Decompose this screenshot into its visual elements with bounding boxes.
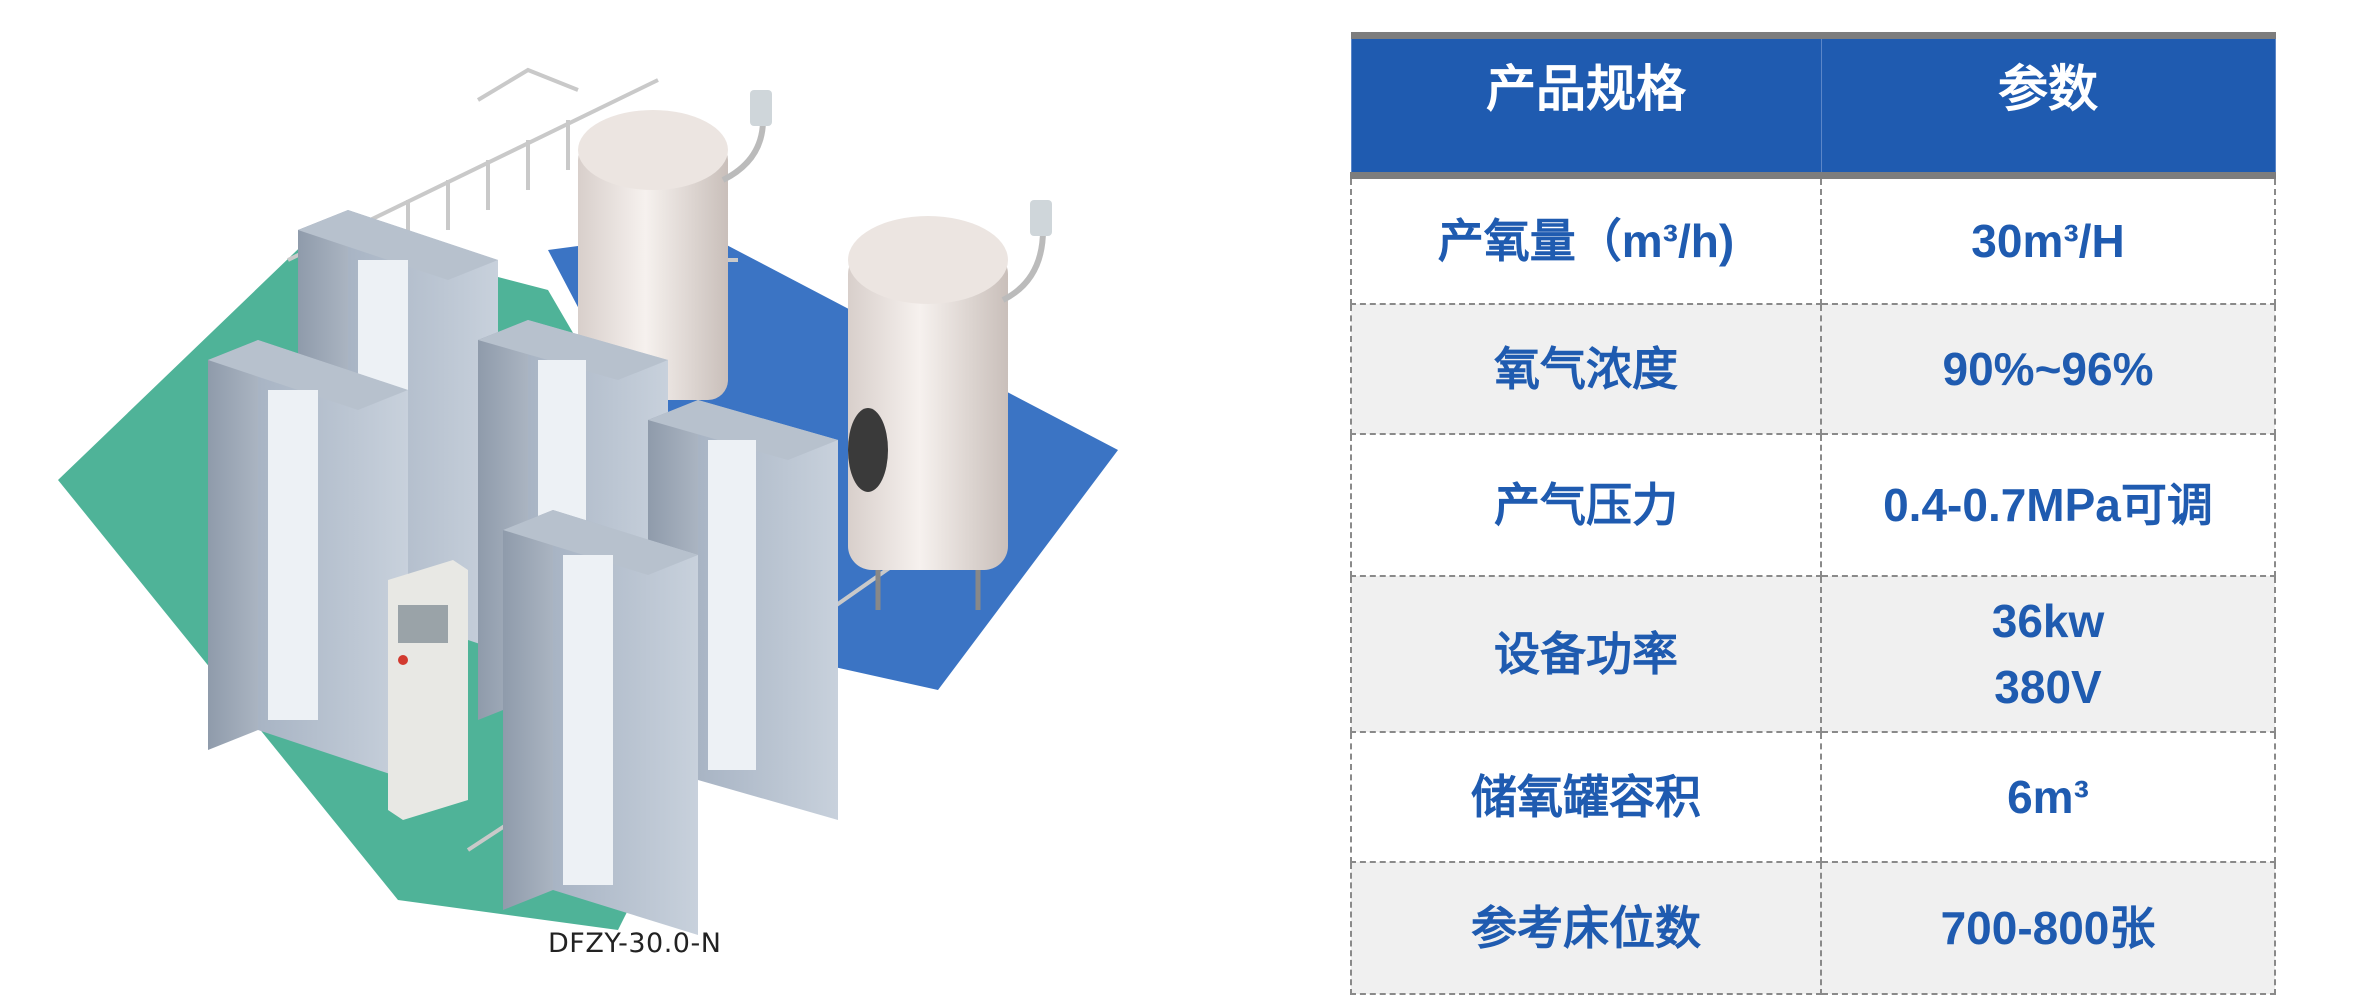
row-value-line1: 36kw bbox=[1991, 594, 2105, 647]
row-label: 氧气浓度 bbox=[1350, 302, 1822, 435]
table-row: 产氧量（m³/h) 30m³/H bbox=[1350, 174, 2276, 305]
row-value-line2: 380V bbox=[1994, 660, 2102, 713]
oxygen-tank-front bbox=[848, 200, 1052, 610]
header-param: 参数 bbox=[1820, 35, 2276, 179]
table-row: 设备功率 36kw 380V bbox=[1350, 574, 2276, 733]
header-spec: 产品规格 bbox=[1350, 35, 1822, 179]
product-illustration bbox=[58, 60, 1148, 970]
table-row: 氧气浓度 90%~96% bbox=[1350, 302, 2276, 435]
row-value: 0.4-0.7MPa可调 bbox=[1820, 432, 2276, 577]
row-label: 设备功率 bbox=[1350, 574, 1822, 733]
cabinet-front-center bbox=[503, 510, 698, 935]
table-header-row: 产品规格 参数 bbox=[1350, 35, 2276, 179]
table-row: 产气压力 0.4-0.7MPa可调 bbox=[1350, 432, 2276, 577]
row-label: 产气压力 bbox=[1350, 432, 1822, 577]
cabinet-front-left bbox=[208, 340, 408, 780]
row-label: 参考床位数 bbox=[1350, 860, 1822, 995]
row-value: 30m³/H bbox=[1820, 174, 2276, 305]
row-value: 36kw 380V bbox=[1820, 574, 2276, 733]
model-caption: DFZY-30.0-N bbox=[548, 928, 722, 959]
table-row: 储氧罐容积 6m³ bbox=[1350, 730, 2276, 863]
row-label: 储氧罐容积 bbox=[1350, 730, 1822, 863]
spec-table: 产品规格 参数 产氧量（m³/h) 30m³/H 氧气浓度 90%~96% 产气… bbox=[1350, 32, 2276, 995]
row-value: 700-800张 bbox=[1820, 860, 2276, 995]
row-value: 6m³ bbox=[1820, 730, 2276, 863]
row-label: 产氧量（m³/h) bbox=[1350, 174, 1822, 305]
table-row: 参考床位数 700-800张 bbox=[1350, 860, 2276, 995]
oxygen-generator-system-image bbox=[58, 67, 1118, 935]
row-value: 90%~96% bbox=[1820, 302, 2276, 435]
oxygen-tank-back bbox=[578, 90, 772, 400]
control-panel bbox=[388, 560, 468, 820]
